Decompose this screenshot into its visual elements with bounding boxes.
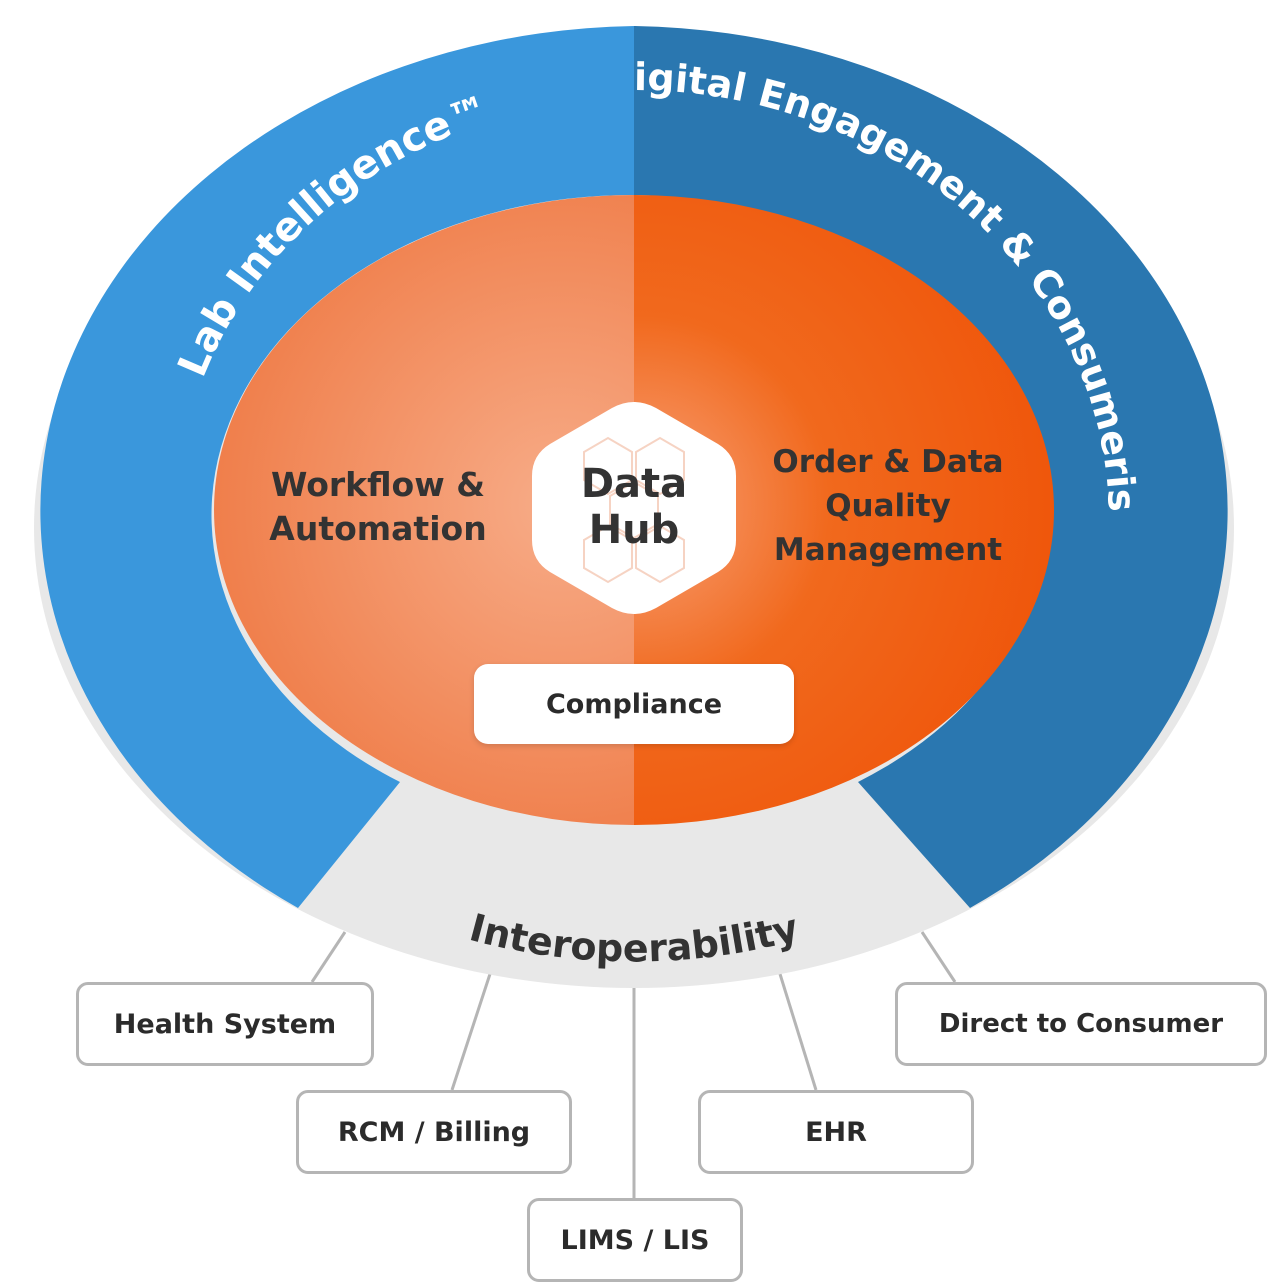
connector-rcm-billing [450,973,492,1091]
connector-direct-to-consumer [920,931,957,983]
digital-engagement-segment [634,26,1228,908]
connector-lines [310,931,957,1198]
data-hub-line2: Hub [589,507,680,553]
endpoint-rcm-billing: RCM / Billing [296,1090,572,1174]
workflow-label-line2: Automation [269,509,486,548]
order-label-line2: Quality [825,488,951,524]
endpoint-health-system: Health System [76,982,374,1066]
connector-ehr [778,973,818,1091]
compliance-box: Compliance [474,664,794,744]
endpoint-ehr: EHR [698,1090,974,1174]
order-label-line1: Order & Data [772,444,1003,480]
lab-intelligence-segment [40,26,634,908]
cube-icon [583,436,685,584]
order-label-line3: Management [774,532,1002,568]
data-hub-line1: Data [581,461,687,507]
connector-health-system [310,931,347,983]
data-hub: Data Hub [532,402,736,614]
endpoint-lims-lis: LIMS / LIS [527,1198,743,1282]
endpoint-direct-to-consumer: Direct to Consumer [895,982,1267,1066]
workflow-label-line1: Workflow & [271,465,485,504]
